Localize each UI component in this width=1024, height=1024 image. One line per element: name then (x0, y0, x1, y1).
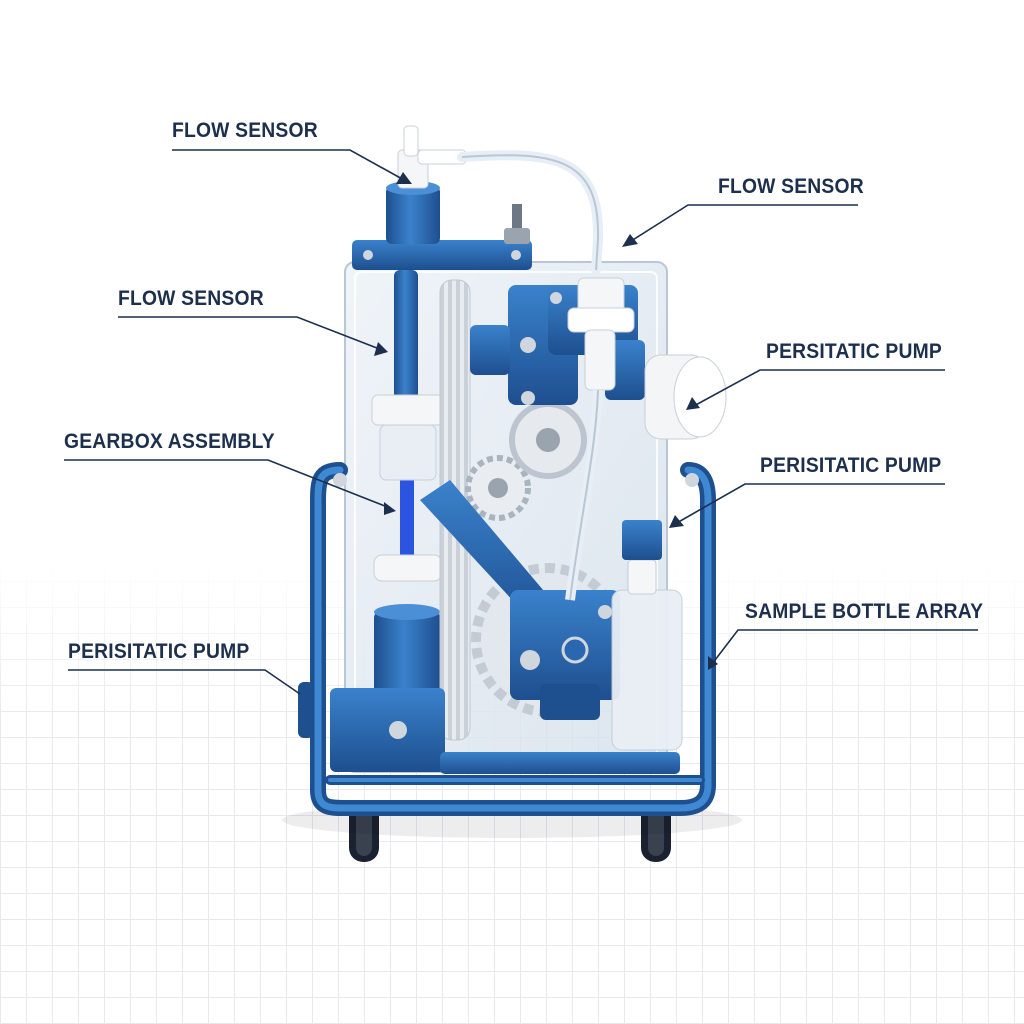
leader-gearbox (64, 459, 391, 509)
leader-flow-sensor-top (172, 149, 405, 181)
leader-pump-right-upper (691, 369, 945, 408)
top-bolt (504, 204, 530, 244)
leader-flow-sensor-left (118, 316, 383, 351)
label-gearbox-assembly: GEARBOX ASSEMBLY (64, 430, 275, 453)
label-pump-left-lower: PERISITATIC PUMP (68, 640, 250, 663)
lower-left-base-block (298, 682, 445, 772)
persitatic-pump-housing (644, 354, 727, 440)
label-flow-sensor-left: FLOW SENSOR (118, 287, 264, 310)
lower-left-motor (374, 604, 440, 710)
label-sample-bottle-array: SAMPLE BOTTLE ARRAY (745, 600, 984, 623)
arrowhead-flow-sensor-right (622, 234, 638, 247)
arrowhead-flow-sensor-left (374, 342, 388, 356)
arrowhead-pump-right-lower (669, 515, 684, 528)
label-pump-right-lower: PERISITATIC PUMP (760, 454, 942, 477)
frame-bolt-right (685, 473, 699, 487)
leader-flow-sensor-right (627, 204, 858, 244)
leader-lines (64, 149, 978, 695)
tubular-frame (310, 462, 716, 816)
arrowhead-bottle-array (708, 656, 718, 670)
arrowhead-pump-right-upper (686, 397, 700, 410)
center-gear-small (465, 455, 531, 521)
label-flow-sensor-top: FLOW SENSOR (172, 119, 318, 142)
blue-fluid-tube (400, 480, 414, 570)
leader-arrowheads (374, 172, 718, 670)
leader-pump-left-lower (68, 669, 301, 695)
flow-sensor-right-unit (567, 277, 635, 391)
bottom-crossbar (440, 752, 680, 774)
top-plate (352, 240, 532, 270)
arrowhead-gearbox (384, 502, 396, 515)
left-white-collar (371, 394, 445, 426)
leader-bottle-array (711, 629, 978, 665)
flow-sensor-top-unit (386, 125, 467, 244)
leader-pump-right-lower (674, 483, 945, 525)
label-pump-right-upper: PERSITATIC PUMP (766, 340, 942, 363)
arrowhead-flow-sensor-top (396, 172, 412, 184)
frame-bolt-left (333, 473, 347, 487)
label-flow-sensor-right: FLOW SENSOR (718, 175, 864, 198)
sample-bottle (611, 520, 683, 751)
center-gear-mid (509, 401, 587, 479)
